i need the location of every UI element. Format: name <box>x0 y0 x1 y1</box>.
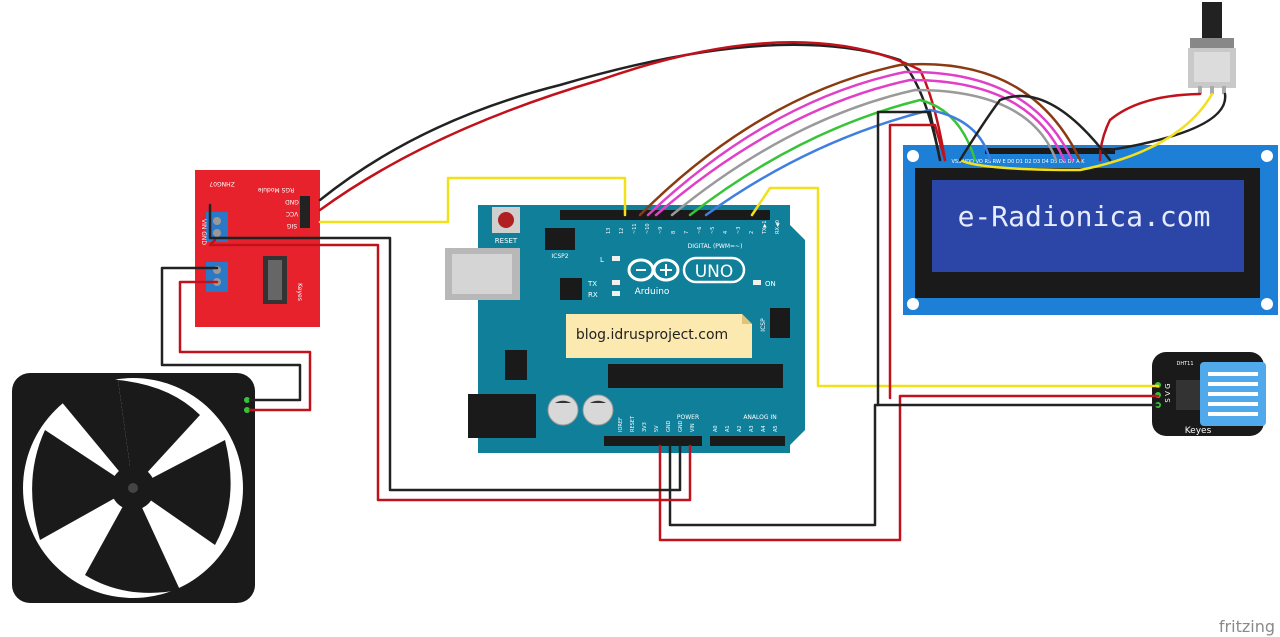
digital-pin-label-10: ~3 <box>736 227 742 234</box>
wire-yellow-relay-sig <box>318 176 627 224</box>
digital-pin-label-7: ~6 <box>697 227 703 234</box>
digital-pin-label-11: 2 <box>749 231 755 234</box>
digital-pin-labels: 13 12 ~11 ~10 ~9 8 7 ~6 ~5 4 ~3 2 TX▶1 RX◀0 <box>606 220 781 235</box>
relay-model: ZHNG07 <box>209 180 235 187</box>
relay-title: RGS Module <box>258 186 295 193</box>
digital-pin-label-2: ~11 <box>632 223 638 234</box>
digital-pin-label-8: ~5 <box>710 227 716 234</box>
lcd-pin-labels: VSS VDD VO RS RW E D0 D1 D2 D3 D4 D5 D6 … <box>952 159 1086 165</box>
relay-pin-vcc: VCC <box>286 210 298 217</box>
led-tx-label: TX <box>587 280 597 288</box>
potentiometer <box>1188 2 1236 94</box>
led-on-label: ON <box>765 280 776 288</box>
power-pin-label-6: VIN <box>690 423 696 432</box>
reset-label: RESET <box>495 237 518 245</box>
digital-pin-label-3: ~10 <box>645 223 651 234</box>
wire-red-dht <box>658 394 1160 542</box>
blog-label: blog.idrusproject.com <box>576 327 728 343</box>
dht-pins: S V G <box>1164 383 1172 402</box>
wire-black-dht <box>668 403 1160 527</box>
power-pin-label-5: GND <box>678 420 684 432</box>
lcd-display-text: e-Radionica.com <box>958 200 1211 233</box>
power-label: POWER <box>677 414 699 421</box>
wires <box>160 41 1227 542</box>
arduino-uno-text: UNO <box>695 262 734 282</box>
digital-pin-label-6: 7 <box>684 231 690 234</box>
power-pin-label-0: IOREF <box>618 417 624 432</box>
power-pin-label-2: 3V3 <box>642 422 648 432</box>
analog-pin-label-1: A1 <box>725 425 731 432</box>
wire-brown <box>638 62 1082 217</box>
wire-red-fan <box>178 280 312 412</box>
analog-pin-label-0: A0 <box>713 425 719 432</box>
wire-yellow-dht <box>750 186 1160 388</box>
dht-brand: Keyes <box>1185 426 1212 436</box>
relay-pin-gnd: GND <box>285 198 299 205</box>
led-l-label: L <box>600 256 604 264</box>
relay-brand: Keyes <box>296 283 303 301</box>
wire-pink-1 <box>646 70 1074 217</box>
wire-gray <box>670 88 1058 217</box>
wire-black-relay-power <box>208 203 682 492</box>
analog-pin-labels: A0 A1 A2 A3 A4 A5 <box>713 425 779 432</box>
analog-pin-label-4: A4 <box>761 425 767 432</box>
wire-red-lcd-vcc <box>888 123 947 400</box>
lcd-16x2: e-Radionica.com VSS VDD VO RS RW E D0 D1… <box>903 145 1278 315</box>
analog-pin-label-2: A2 <box>737 425 743 432</box>
icsp-label: ICSP <box>760 318 767 332</box>
wire-blue <box>704 108 992 217</box>
digital-pin-label-5: 8 <box>671 231 677 234</box>
wire-red-pot <box>1098 92 1202 162</box>
relay-pin-sig: SIG <box>287 222 298 229</box>
icsp2-label: ICSP2 <box>551 253 568 260</box>
power-pin-labels: IOREF RESET 3V3 5V GND GND VIN <box>618 415 696 432</box>
power-pin-label-4: GND <box>666 420 672 432</box>
dht-model: DHT11 <box>1176 361 1193 367</box>
wire-yellow-pot <box>958 92 1214 172</box>
digital-pin-label-9: 4 <box>723 231 729 234</box>
cooling-fan <box>12 373 255 603</box>
arduino-brand-text: Arduino <box>635 287 670 297</box>
arduino-logo-icon <box>627 258 680 282</box>
wire-red-relay-lcd <box>318 41 947 212</box>
wire-pink-2 <box>654 78 1066 217</box>
analog-pin-label-5: A5 <box>773 425 779 432</box>
digital-label: DIGITAL (PWM=~) <box>688 243 743 250</box>
digital-pin-label-1: 12 <box>619 228 625 234</box>
relay-module: RGS Module ZHNG07 GND VCC SIG VIN GND Ke… <box>195 170 320 327</box>
power-pin-label-3: 5V <box>654 425 660 432</box>
wire-black-fan <box>160 266 302 402</box>
wire-black-pot <box>1108 92 1227 152</box>
digital-pin-label-4: ~9 <box>658 227 664 234</box>
analog-label: ANALOG IN <box>743 414 776 421</box>
wire-red-relay-power <box>208 238 692 502</box>
digital-pin-label-0: 13 <box>606 228 612 234</box>
wire-black-lcd-k <box>958 94 1112 162</box>
digital-pin-label-12: TX▶1 <box>762 220 768 235</box>
wire-green <box>688 98 977 217</box>
wire-black-lcd-gnd <box>876 110 942 407</box>
relay-vin-gnd: VIN GND <box>200 219 207 245</box>
digital-pin-label-13: RX◀0 <box>775 220 781 234</box>
led-rx-label: RX <box>588 291 598 299</box>
blog-note: blog.idrusproject.com <box>566 314 752 358</box>
fritzing-watermark: fritzing <box>1219 617 1275 636</box>
analog-pin-label-3: A3 <box>749 425 755 432</box>
power-pin-label-1: RESET <box>630 415 636 432</box>
dht11-sensor: S V G DHT11 Keyes <box>1152 352 1266 436</box>
